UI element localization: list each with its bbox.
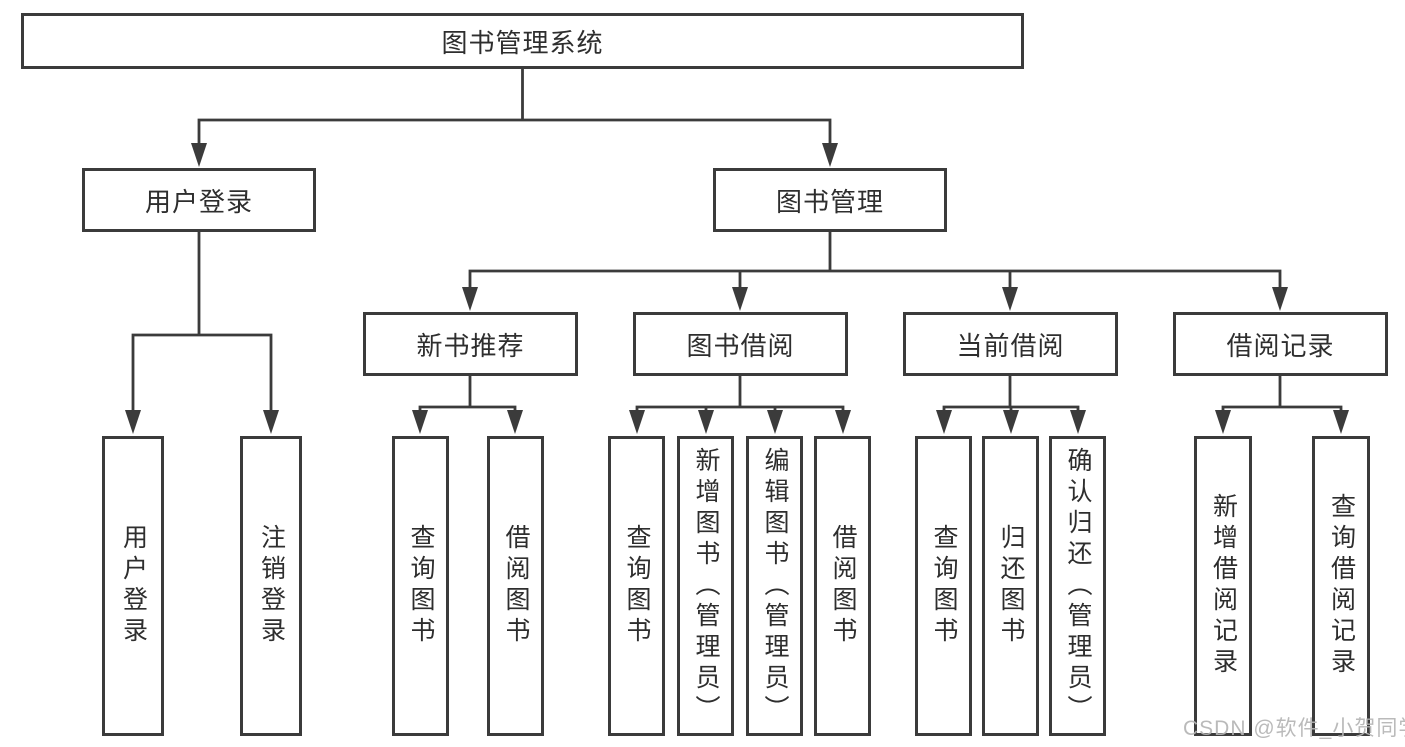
leaf-edit-book-admin: 编辑图书（管理员） <box>746 436 803 736</box>
leaf-user-login-label: 用户登录 <box>119 524 148 648</box>
node-borrowing-records: 借阅记录 <box>1173 312 1388 376</box>
leaf-user-login: 用户登录 <box>102 436 164 736</box>
node-current-borrowing: 当前借阅 <box>903 312 1118 376</box>
node-library-system: 图书管理系统 <box>21 13 1024 69</box>
leaf-newbooks-borrow-book: 借阅图书 <box>487 436 544 736</box>
leaf-borrowing-query-books: 查询图书 <box>608 436 665 736</box>
leaf-add-borrow-record-label: 新增借阅记录 <box>1209 493 1238 679</box>
leaf-logout-label: 注销登录 <box>257 524 286 648</box>
leaf-newbooks-query-books: 查询图书 <box>392 436 449 736</box>
watermark-text: CSDN @软件_小贺同学 <box>1183 717 1405 740</box>
leaf-newbooks-borrow-book-label: 借阅图书 <box>502 524 530 648</box>
leaf-query-borrow-record: 查询借阅记录 <box>1312 436 1370 736</box>
leaf-confirm-return-admin: 确认归还（管理员） <box>1049 436 1106 736</box>
leaf-logout: 注销登录 <box>240 436 302 736</box>
node-book-management: 图书管理 <box>713 168 947 232</box>
leaf-newbooks-query-books-label: 查询图书 <box>407 524 435 648</box>
leaf-add-borrow-record: 新增借阅记录 <box>1194 436 1252 736</box>
leaf-return-book: 归还图书 <box>982 436 1039 736</box>
node-book-management-label: 图书管理 <box>775 186 884 217</box>
node-borrowing-records-label: 借阅记录 <box>1226 330 1335 361</box>
node-book-borrowing-label: 图书借阅 <box>686 330 795 361</box>
node-user-login: 用户登录 <box>82 168 316 232</box>
node-new-books-label: 新书推荐 <box>416 330 525 361</box>
node-library-system-label: 图书管理系统 <box>441 27 604 58</box>
leaf-return-book-label: 归还图书 <box>997 524 1025 648</box>
leaf-confirm-return-admin-label: 确认归还（管理员） <box>1064 446 1092 726</box>
leaf-current-query-books-label: 查询图书 <box>930 524 958 648</box>
leaf-current-query-books: 查询图书 <box>915 436 972 736</box>
leaf-edit-book-admin-label: 编辑图书（管理员） <box>761 446 789 726</box>
node-new-books: 新书推荐 <box>363 312 578 376</box>
leaf-add-book-admin: 新增图书（管理员） <box>677 436 734 736</box>
node-book-borrowing: 图书借阅 <box>633 312 848 376</box>
leaf-borrowing-query-books-label: 查询图书 <box>623 524 651 648</box>
node-user-login-label: 用户登录 <box>144 186 253 217</box>
node-current-borrowing-label: 当前借阅 <box>956 330 1065 361</box>
leaf-borrow-book: 借阅图书 <box>814 436 871 736</box>
leaf-add-book-admin-label: 新增图书（管理员） <box>692 446 720 726</box>
leaf-query-borrow-record-label: 查询借阅记录 <box>1327 493 1356 679</box>
leaf-borrow-book-label: 借阅图书 <box>829 524 857 648</box>
